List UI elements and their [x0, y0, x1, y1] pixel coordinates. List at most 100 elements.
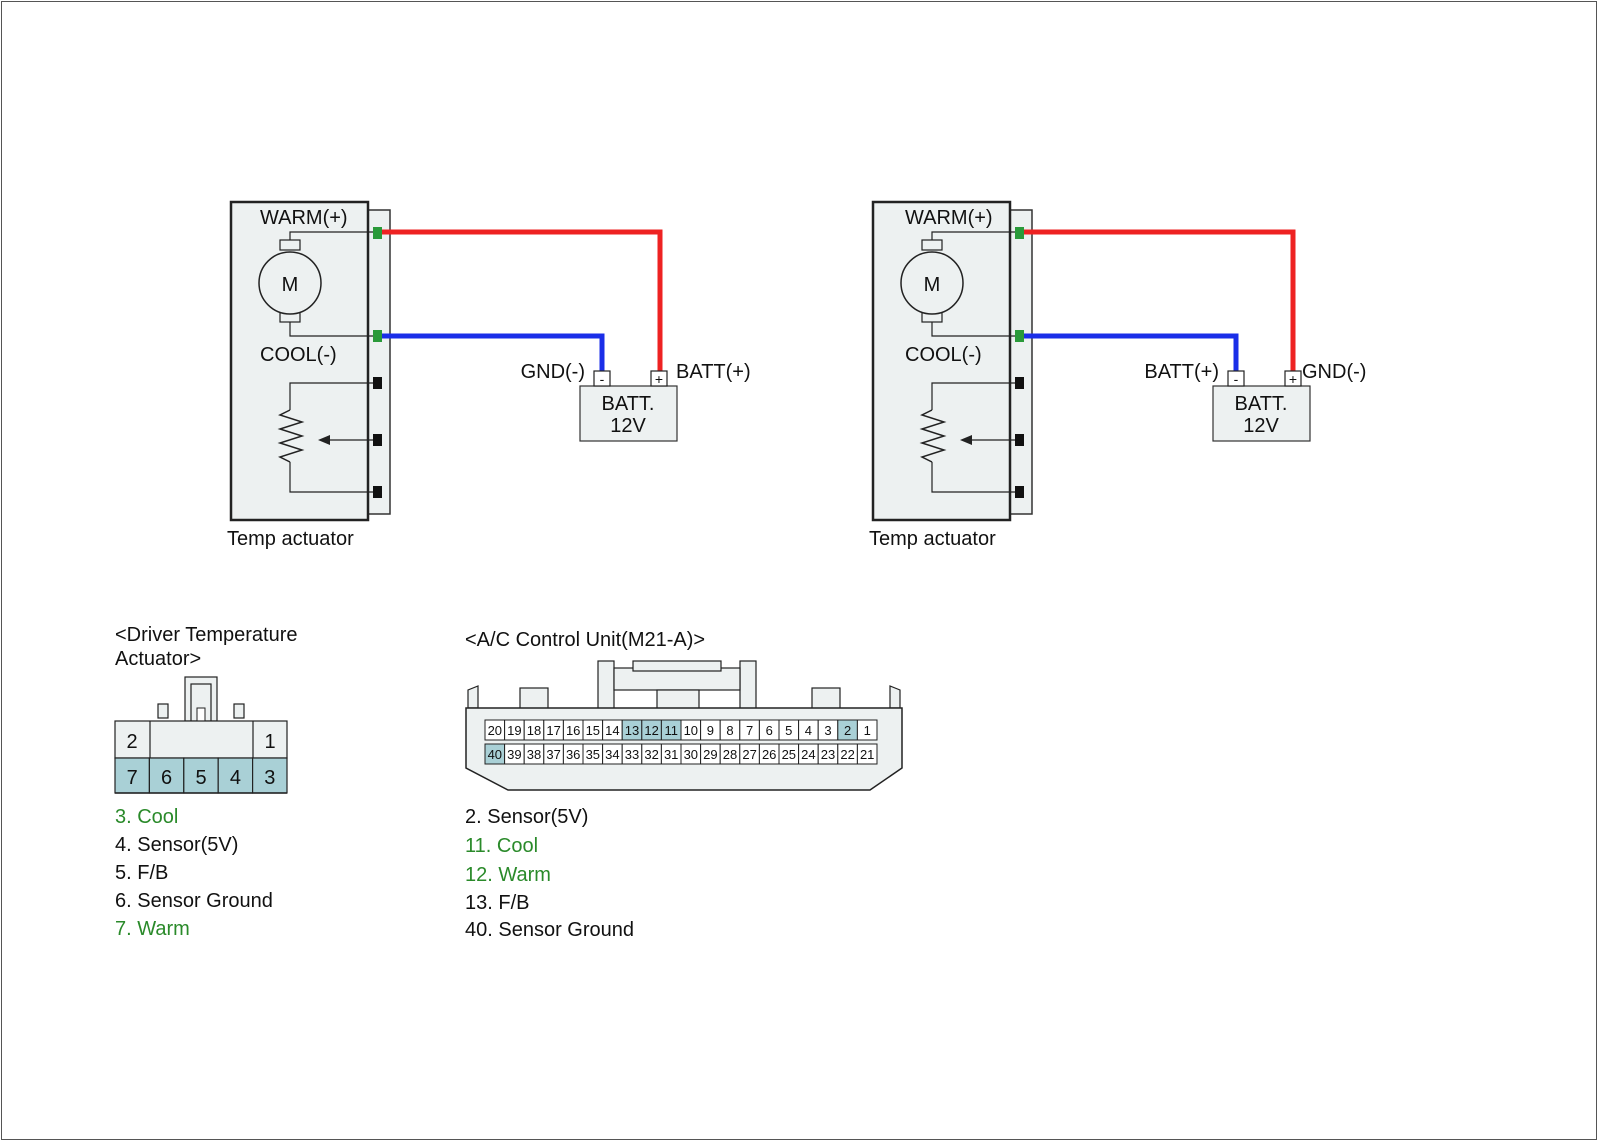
pin-22: 22: [840, 747, 854, 762]
terminal-cool: [373, 330, 382, 342]
pin-3: 3: [264, 767, 275, 789]
pin-4: 4: [230, 767, 241, 789]
terminal-warm: [373, 227, 382, 239]
pin-30: 30: [684, 747, 698, 762]
terminal-warm: [1015, 227, 1024, 239]
cool-label: COOL(-): [905, 344, 982, 366]
battery-minus-terminal: -: [1234, 371, 1239, 387]
pin-29: 29: [703, 747, 717, 762]
warm-label: WARM(+): [260, 207, 348, 229]
pin-17: 17: [546, 723, 560, 738]
battery-left-label: GND(-): [521, 361, 585, 383]
pin-19: 19: [507, 723, 521, 738]
pin-cell: [856, 719, 878, 741]
cool-wire: [1024, 333, 1239, 372]
legend-item: 4. Sensor(5V): [115, 834, 238, 856]
pin-1: 1: [264, 731, 275, 753]
wiper-arrow: [318, 435, 330, 445]
terminal: [1015, 377, 1024, 389]
battery-plus-terminal: +: [1289, 371, 1297, 387]
cool-label: COOL(-): [260, 344, 337, 366]
terminal: [373, 434, 382, 446]
pin-25: 25: [782, 747, 796, 762]
terminal: [1015, 486, 1024, 498]
pin-37: 37: [546, 747, 560, 762]
driver-actuator-title-line1: <Driver Temperature: [115, 624, 297, 646]
motor-label: M: [924, 274, 941, 296]
battery: [579, 385, 678, 442]
pin-40: 40: [488, 747, 502, 762]
legend-item: 7. Warm: [115, 918, 190, 940]
legend-item: 12. Warm: [465, 864, 551, 886]
driver-actuator-legend: 3. Cool 4. Sensor(5V) 5. F/B 6. Sensor G…: [115, 806, 273, 940]
pin-32: 32: [644, 747, 658, 762]
pin-5: 5: [195, 767, 206, 789]
pin-36: 36: [566, 747, 580, 762]
pin-31: 31: [664, 747, 678, 762]
terminal: [373, 377, 382, 389]
wiper-arrow: [960, 435, 972, 445]
pin-12: 12: [644, 723, 658, 738]
pin-11: 11: [664, 723, 678, 738]
pin-7: 7: [746, 723, 753, 738]
ac-control-unit-title: <A/C Control Unit(M21-A)>: [465, 629, 705, 651]
resistor-symbol: [919, 409, 947, 463]
pin-15: 15: [586, 723, 600, 738]
pin-28: 28: [723, 747, 737, 762]
pin-23: 23: [821, 747, 835, 762]
warm-wire: [382, 229, 663, 372]
cool-wire: [382, 333, 605, 372]
battery-minus-terminal: -: [600, 371, 605, 387]
pin-14: 14: [605, 723, 619, 738]
battery-voltage: 12V: [1243, 415, 1279, 437]
pin-20: 20: [488, 723, 502, 738]
pin-4: 4: [805, 723, 812, 738]
pin-3: 3: [824, 723, 831, 738]
pin-cell: [217, 757, 254, 794]
pin-24: 24: [801, 747, 815, 762]
pin-9: 9: [707, 723, 714, 738]
pin-16: 16: [566, 723, 580, 738]
battery-left-label: BATT(+): [1144, 361, 1219, 383]
pin-27: 27: [742, 747, 756, 762]
warm-label: WARM(+): [905, 207, 993, 229]
legend-item: 11. Cool: [465, 835, 538, 857]
pin-34: 34: [605, 747, 619, 762]
legend-item: 6. Sensor Ground: [115, 890, 273, 912]
terminal-cool: [1015, 330, 1024, 342]
battery-title: BATT.: [602, 393, 655, 415]
pin-10: 10: [684, 723, 698, 738]
pin-1: 1: [864, 723, 871, 738]
resistor-symbol: [277, 409, 305, 463]
warm-wire: [1024, 229, 1296, 372]
legend-item: 3. Cool: [115, 806, 178, 828]
pin-26: 26: [762, 747, 776, 762]
pin-7: 7: [127, 767, 138, 789]
actuator-caption: Temp actuator: [869, 528, 996, 550]
pin-cell: [856, 743, 878, 765]
legend-item: 5. F/B: [115, 862, 168, 884]
motor-label: M: [282, 274, 299, 296]
pin-6: 6: [766, 723, 773, 738]
pin-39: 39: [507, 747, 521, 762]
motor-symbol: [900, 251, 964, 315]
ac-control-unit-legend: 2. Sensor(5V) 11. Cool 12. Warm 13. F/B …: [465, 806, 634, 941]
pin-2: 2: [126, 731, 137, 753]
terminal: [373, 486, 382, 498]
pin-13: 13: [625, 723, 639, 738]
connector-body-top: [114, 720, 288, 759]
pin-18: 18: [527, 723, 541, 738]
legend-item: 40. Sensor Ground: [465, 919, 634, 941]
battery-right-label: GND(-): [1302, 361, 1366, 383]
pin-8: 8: [726, 723, 733, 738]
battery-right-label: BATT(+): [676, 361, 751, 383]
pin-33: 33: [625, 747, 639, 762]
actuator-diagram-left: M - + BATT. 12V WARM(+) COOL(-) GND(-) B…: [227, 200, 751, 550]
actuator-caption: Temp actuator: [227, 528, 354, 550]
driver-actuator-title-line2: Actuator>: [115, 648, 201, 670]
terminal: [1015, 434, 1024, 446]
